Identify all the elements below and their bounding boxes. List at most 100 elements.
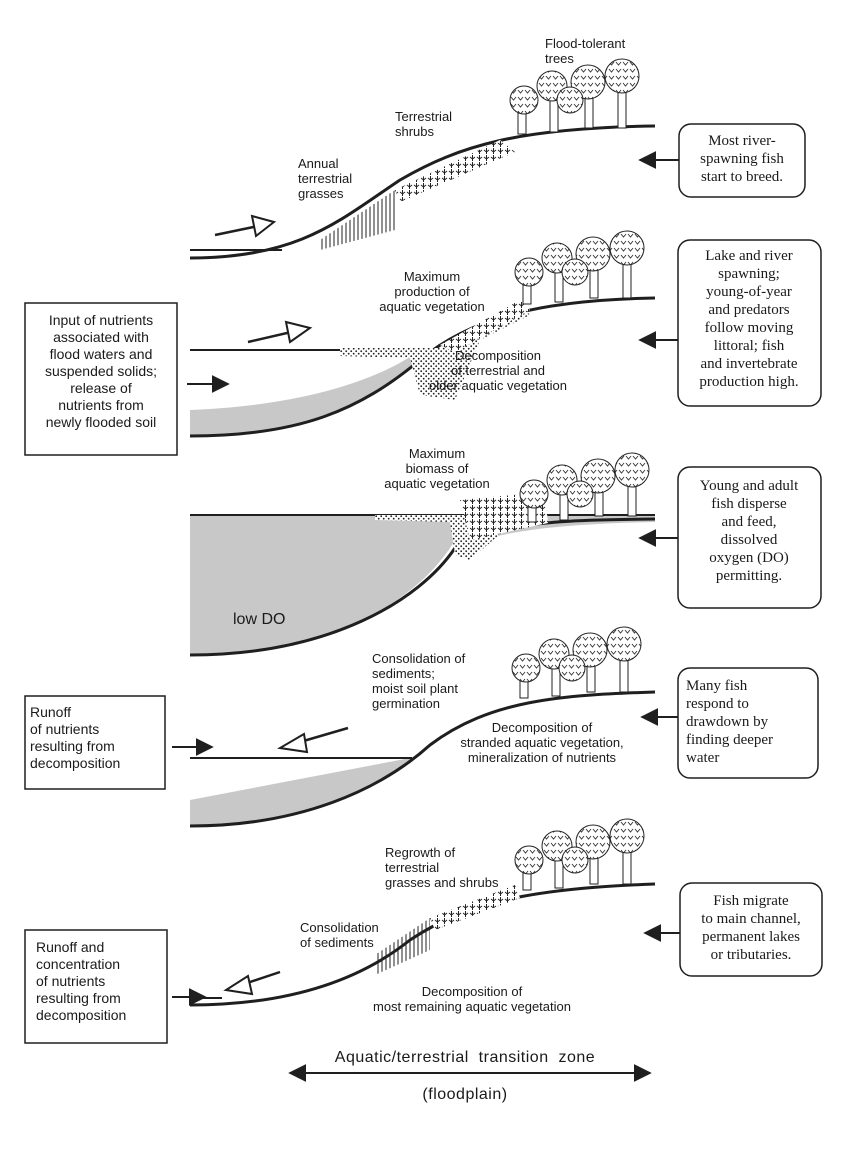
text-line: flood waters and — [50, 346, 153, 362]
text-line: Decomposition — [455, 348, 541, 363]
text-line: terrestrial — [385, 860, 439, 875]
text-line: low DO — [233, 611, 285, 628]
axis-subtitle: (floodplain) — [422, 1086, 507, 1103]
text-line: Fish migrate — [713, 893, 789, 909]
text-line: shrubs — [395, 124, 435, 139]
text-line: stranded aquatic vegetation, — [460, 735, 623, 750]
text-line: decomposition — [30, 755, 120, 771]
text-line: production of — [394, 284, 470, 299]
text-line: Annual — [298, 156, 339, 171]
text-line: Flood-tolerant — [545, 36, 626, 51]
text-line: Young and adult — [700, 478, 799, 494]
text-line: Many fish — [686, 678, 748, 694]
text-line: permitting. — [716, 568, 782, 584]
right-box — [679, 882, 823, 977]
right-box-text: Young and adult fish disperse and feed, dis… — [700, 478, 799, 584]
flow-arrowhead — [250, 214, 277, 238]
left-box — [24, 302, 178, 456]
text-line: dissolved — [721, 532, 778, 548]
text-line: finding deeper — [686, 732, 773, 748]
text-line: Maximum — [409, 446, 465, 461]
shrub-band — [430, 885, 520, 930]
right-box — [677, 239, 822, 407]
text-line: of terrestrial and — [451, 363, 545, 378]
text-line: concentration — [36, 956, 120, 972]
text-line: spawning fish — [700, 151, 784, 167]
text-line: permanent lakes — [702, 929, 800, 945]
text-line: aquatic vegetation — [379, 299, 485, 314]
water-body — [190, 350, 420, 436]
text-line: drawdown by — [686, 714, 769, 730]
transition-zone-axis: Aquatic/terrestrial transition zone (flo… — [288, 1049, 652, 1103]
text-line: and invertebrate — [700, 356, 797, 372]
text-line: Consolidation of — [372, 651, 466, 666]
text-line: moist soil plant — [372, 681, 458, 696]
text-line: germination — [372, 696, 440, 711]
text-line: start to breed. — [701, 169, 783, 185]
text-line: Maximum — [404, 269, 460, 284]
text-line: resulting from — [30, 738, 115, 754]
shrub-band — [440, 300, 530, 352]
text-line: sediments; — [372, 666, 435, 681]
text-line: Runoff and — [36, 939, 104, 955]
text-line: terrestrial — [298, 171, 352, 186]
text-line: littoral; fish — [714, 338, 785, 354]
text-line: nutrients from — [58, 397, 144, 413]
axis-title: Aquatic/terrestrial transition zone — [335, 1049, 595, 1066]
text-line: Decomposition of — [492, 720, 593, 735]
text-line: and feed, — [722, 514, 777, 530]
text-line: of sediments — [300, 935, 374, 950]
text-line: water — [686, 750, 719, 766]
text-line: production high. — [699, 374, 798, 390]
text-line: Decomposition of — [422, 984, 523, 999]
label-low-do: low DO — [233, 611, 285, 628]
tree-cluster — [514, 230, 645, 305]
text-line: Regrowth of — [385, 845, 455, 860]
text-line: respond to — [686, 696, 749, 712]
shrub-band — [395, 140, 515, 202]
right-box-text: Most river-spawning fish start to breed. — [700, 133, 784, 185]
text-line: fish disperse — [711, 496, 787, 512]
tree-cluster — [511, 626, 642, 699]
flow-arrowhead — [223, 974, 254, 996]
tree-cluster — [509, 58, 640, 135]
text-line: of nutrients — [30, 721, 99, 737]
text-line: mineralization of nutrients — [468, 750, 617, 765]
text-line: oxygen (DO) — [709, 550, 789, 566]
text-line: grasses — [298, 186, 344, 201]
text-line: Lake and river — [705, 248, 792, 264]
tree-cluster — [519, 452, 650, 523]
text-line: Input of nutrients — [49, 312, 153, 328]
left-box — [24, 695, 166, 790]
grass-hatch — [375, 918, 430, 975]
text-line: newly flooded soil — [46, 414, 157, 430]
text-line: to main channel, — [701, 911, 801, 927]
water-body — [190, 515, 455, 655]
text-line: resulting from — [36, 990, 121, 1006]
right-box-text: Fish migrate to main channel, permanent la… — [701, 893, 801, 963]
text-line: of nutrients — [36, 973, 105, 989]
text-line: Most river- — [708, 133, 776, 149]
text-line: grasses and shrubs — [385, 875, 499, 890]
text-line: associated with — [53, 329, 149, 345]
text-line: and predators — [708, 302, 789, 318]
text-line: suspended solids; — [45, 363, 157, 379]
right-box — [678, 123, 806, 198]
flow-arrow — [299, 726, 349, 744]
